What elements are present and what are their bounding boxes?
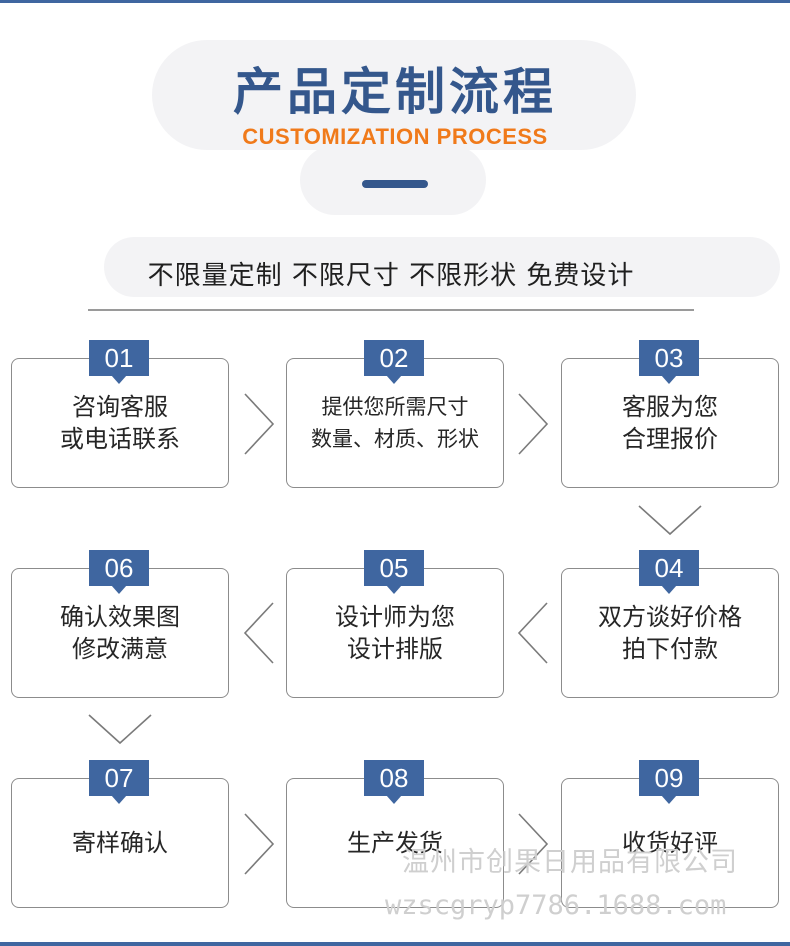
step-text-line1: 寄样确认 [72,829,168,857]
step-text-line1: 咨询客服 [72,393,168,421]
tagline-rule [88,309,694,311]
step-text-line1: 确认效果图 [60,603,180,631]
step-text-line2: 修改满意 [72,635,168,663]
step-badge-02: 02 [364,340,424,384]
tagline-background-shape [104,237,780,297]
chevron-down-icon [88,714,152,745]
step-badge-04: 04 [639,550,699,594]
chevron-down-icon [638,505,702,536]
top-accent-line [0,0,790,3]
step-text-line2: 设计排版 [347,635,443,663]
tagline: 不限量定制 不限尺寸 不限形状 免费设计 [147,261,635,291]
step-badge-08: 08 [364,760,424,804]
step-text-line2: 合理报价 [622,425,718,453]
chevron-left-icon [517,602,548,664]
bottom-accent-line [0,942,790,946]
title-divider-bar [362,180,428,188]
chevron-right-icon [244,813,275,875]
step-text-line2: 数量、材质、形状 [311,427,479,451]
header-background-shape [152,40,636,150]
page-title: 产品定制流程 [233,63,557,121]
chevron-right-icon [244,393,275,455]
step-text-line1: 双方谈好价格 [598,603,742,631]
page-subtitle: CUSTOMIZATION PROCESS [242,124,548,149]
step-text-line1: 提供您所需尺寸 [321,395,469,419]
chevron-left-icon [243,602,274,664]
step-badge-07: 07 [89,760,149,804]
step-text-line1: 收货好评 [622,829,718,857]
step-text-line2: 拍下付款 [622,635,718,663]
step-badge-05: 05 [364,550,424,594]
step-text-line1: 设计师为您 [335,603,455,631]
step-badge-09: 09 [639,760,699,804]
step-badge-06: 06 [89,550,149,594]
step-text-line1: 客服为您 [622,393,718,421]
chevron-right-icon [518,813,549,875]
step-badge-03: 03 [639,340,699,384]
step-text-line1: 生产发货 [347,829,443,857]
chevron-right-icon [518,393,549,455]
step-text-line2: 或电话联系 [60,425,180,453]
step-badge-01: 01 [89,340,149,384]
